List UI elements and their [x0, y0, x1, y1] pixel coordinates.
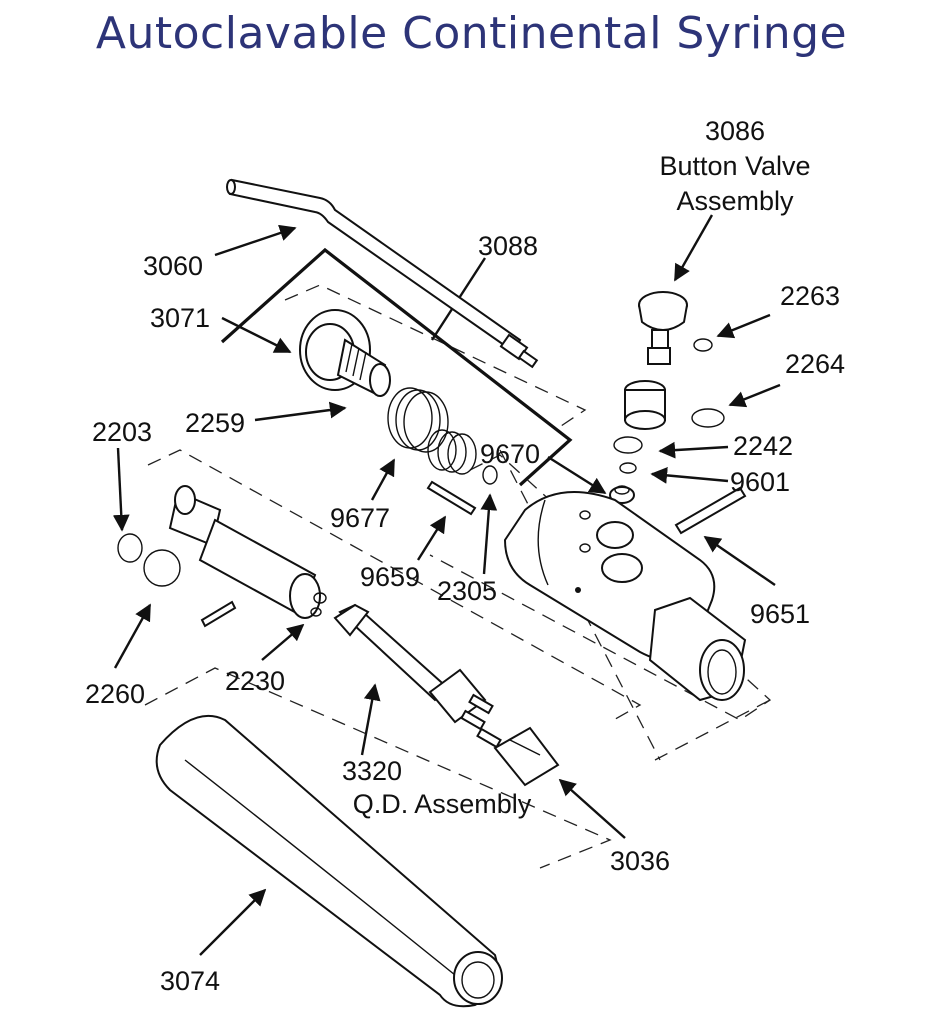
part-3320-qd-assembly [333, 603, 502, 749]
part-3060-tip [226, 178, 539, 369]
label-9601: 9601 [730, 467, 790, 497]
label-3060: 3060 [143, 251, 203, 281]
label-3036: 3036 [610, 846, 670, 876]
label-3074: 3074 [160, 966, 220, 996]
label-9651: 9651 [750, 599, 810, 629]
label-3320-name: Q.D. Assembly [353, 789, 532, 819]
part-valve-body [117, 485, 327, 628]
label-2230: 2230 [225, 666, 285, 696]
label-3086-name-line2: Assembly [676, 186, 794, 216]
label-2264: 2264 [785, 349, 845, 379]
label-9670: 9670 [480, 439, 540, 469]
part-9651-pin [674, 486, 747, 535]
label-3086-name-line1: Button Valve [659, 151, 810, 181]
label-2263: 2263 [780, 281, 840, 311]
syringe-body [503, 491, 747, 702]
part-3071-tip-nut [299, 309, 391, 397]
label-2305: 2305 [437, 576, 497, 606]
label-2203: 2203 [92, 417, 152, 447]
diagram-title: Autoclavable Continental Syringe [95, 8, 848, 59]
part-labels: 3086 Button Valve Assembly 3060 3088 307… [85, 116, 845, 996]
label-2242: 2242 [733, 431, 793, 461]
label-3071: 3071 [150, 303, 210, 333]
label-9659: 9659 [360, 562, 420, 592]
part-3086-button-valve [609, 291, 725, 504]
label-2259: 2259 [185, 408, 245, 438]
label-9677: 9677 [330, 503, 390, 533]
part-2305-clip [482, 465, 498, 485]
part-9659-pin [426, 480, 477, 516]
label-3320-number: 3320 [342, 756, 402, 786]
leader-arrows [112, 214, 781, 956]
label-3088: 3088 [478, 231, 538, 261]
part-3036-cap [493, 726, 560, 787]
part-3074-handle [155, 714, 503, 1008]
label-2260: 2260 [85, 679, 145, 709]
label-3086-number: 3086 [705, 116, 765, 146]
part-9677-springs [387, 387, 477, 475]
